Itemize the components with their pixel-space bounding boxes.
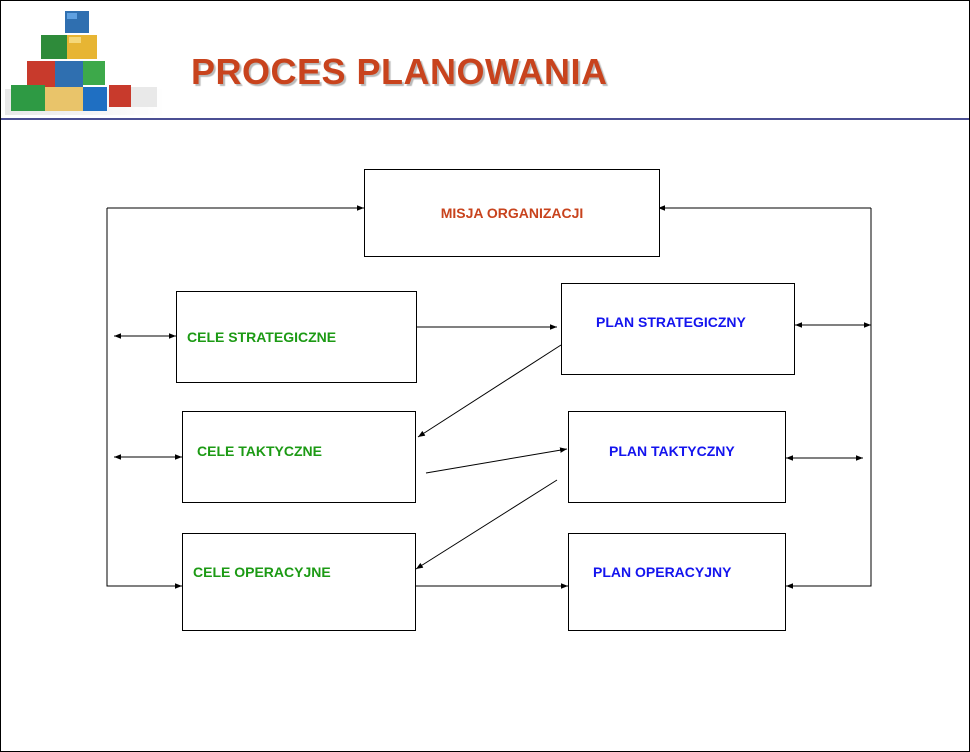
strategic-goals-box: CELE STRATEGICZNE: [176, 291, 417, 383]
slide-title: PROCES PLANOWANIA: [191, 51, 608, 92]
tactical-plan-to-operational-goals-arrow: [415, 479, 558, 570]
tactical-plan-label: PLAN TAKTYCZNY: [609, 443, 735, 459]
right-loop-line: [786, 208, 872, 589]
mission-box: MISJA ORGANIZACJI: [364, 169, 660, 257]
operational-goals-box: CELE OPERACYJNE: [182, 533, 416, 631]
blocks-logo-icon: [5, 11, 165, 115]
header-divider: [1, 118, 969, 120]
operational-plan-label: PLAN OPERACYJNY: [593, 564, 732, 580]
strategic-plan-label: PLAN STRATEGICZNY: [596, 314, 746, 330]
operational-plan-box: PLAN OPERACYJNY: [568, 533, 786, 631]
left-loop-line: [106, 208, 182, 589]
operational-goals-label: CELE OPERACYJNE: [193, 564, 331, 580]
mission-label: MISJA ORGANIZACJI: [440, 205, 584, 221]
tactical-goals-label: CELE TAKTYCZNE: [197, 443, 322, 459]
tactical-plan-box: PLAN TAKTYCZNY: [568, 411, 786, 503]
strategic-plan-box: PLAN STRATEGICZNY: [561, 283, 795, 375]
tactical-goals-box: CELE TAKTYCZNE: [182, 411, 416, 503]
strategic-plan-to-tactical-goals-arrow: [417, 344, 562, 438]
strategic-goals-label: CELE STRATEGICZNE: [187, 329, 337, 345]
tactical-goals-to-plan-arrow: [425, 447, 568, 474]
